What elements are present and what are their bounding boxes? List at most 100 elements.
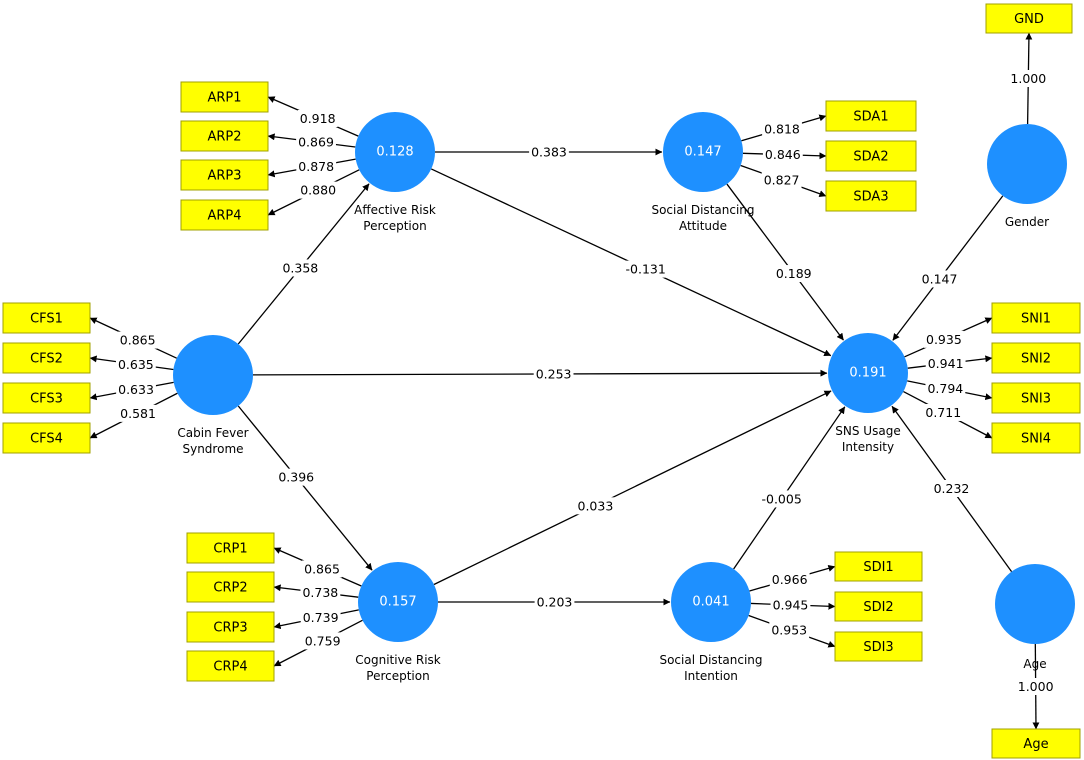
loading-value-sni3-bg — [925, 380, 966, 398]
loading-value-crp3-bg — [300, 609, 341, 627]
indicator-label-cfs4: CFS4 — [30, 432, 63, 447]
r-squared-sdi: 0.041 — [692, 595, 729, 610]
loading-value-sni4-bg — [923, 403, 964, 421]
r-squared-crp: 0.157 — [379, 595, 416, 610]
path-coef-gender-to-sni-bg — [919, 270, 960, 288]
loading-value-arp3: 0.878 — [298, 159, 334, 174]
loading-value-age-ind: 1.000 — [1018, 679, 1054, 694]
loading-value-sda1-group: 0.818 — [762, 120, 802, 138]
indicator-box-cfs1 — [2, 302, 91, 334]
path-coef-arp-to-sda-group: 0.383 — [529, 143, 569, 161]
loading-value-crp2-group: 0.738 — [300, 584, 341, 602]
loading-value-sdi1: 0.966 — [772, 572, 808, 587]
loading-value-crp4: 0.759 — [305, 633, 341, 648]
loading-value-arp4-group: 0.880 — [298, 181, 339, 199]
indicator-label-cfs3: CFS3 — [30, 392, 63, 407]
indicator-box-crp1 — [186, 532, 275, 564]
construct-name-crp-line-1: Cognitive Risk — [355, 653, 441, 667]
path-coef-age-to-sni-bg — [931, 480, 972, 497]
loading-value-cfs2-bg — [115, 355, 156, 373]
loading-value-gnd: 1.000 — [1010, 71, 1046, 86]
loading-value-cfs4-group: 0.581 — [118, 404, 158, 422]
construct-name-cfs-line-2: Syndrome — [182, 442, 243, 456]
loading-value-gnd-group: 1.000 — [1008, 70, 1049, 88]
loading-value-cfs1-group: 0.865 — [117, 331, 158, 349]
loading-value-sda1: 0.818 — [764, 121, 800, 136]
path-coef-gender-to-sni-group: 0.147 — [919, 270, 960, 288]
loading-value-cfs2-group: 0.635 — [115, 355, 156, 373]
indicator-box-crp2 — [186, 571, 275, 603]
loading-value-sni1-bg — [924, 330, 964, 348]
indicator-box-crp4 — [186, 650, 275, 682]
loading-value-sdi2-group: 0.945 — [770, 596, 811, 614]
loading-value-arp3-bg — [296, 157, 337, 175]
path-coef-age-to-sni-group: 0.232 — [931, 480, 972, 497]
indicator-label-crp4: CRP4 — [213, 660, 247, 675]
construct-name-arp-line-1: Affective Risk — [354, 203, 436, 217]
construct-arp — [355, 112, 435, 192]
loading-value-cfs3: 0.633 — [118, 382, 154, 397]
loading-value-sda3-group: 0.827 — [761, 171, 802, 189]
indicator-label-crp1: CRP1 — [213, 542, 247, 557]
path-coef-arp-to-sni-bg — [623, 260, 668, 278]
construct-name-age: Age — [1023, 657, 1046, 671]
path-coef-cfs-to-sni-bg — [533, 365, 574, 383]
indicator-label-arp1: ARP1 — [207, 91, 241, 106]
loading-value-sdi3-group: 0.953 — [769, 621, 810, 639]
indicator-label-sda1: SDA1 — [853, 110, 888, 125]
indicator-box-arp1 — [180, 81, 269, 113]
loading-value-crp4-group: 0.759 — [302, 632, 343, 650]
labels-layer: 0.918 0.869 0.878 0.880 0.818 0.846 0.827 1.000… — [115, 70, 1056, 695]
path-coef-arp-to-sda: 0.383 — [531, 145, 567, 160]
path-coef-crp-to-sdi: 0.203 — [537, 595, 573, 610]
path-coef-crp-to-sdi-group: 0.203 — [534, 593, 575, 611]
r-squared-arp: 0.128 — [376, 145, 413, 160]
path-coef-age-to-sni: 0.232 — [934, 481, 970, 496]
loading-value-arp4: 0.880 — [300, 183, 336, 198]
path-coef-sdi-to-sni-bg — [759, 490, 804, 508]
loading-value-arp1: 0.918 — [300, 111, 336, 126]
indicator-box-arp3 — [180, 159, 269, 191]
loading-value-age-ind-bg — [1015, 677, 1056, 695]
indicator-box-crp3 — [186, 611, 275, 643]
indicator-box-arp2 — [180, 120, 269, 152]
construct-name-sdi-line-2: Intention — [684, 669, 738, 683]
construct-crp — [358, 562, 438, 642]
loading-value-sdi2-bg — [770, 596, 811, 614]
path-coef-cfs-to-crp-group: 0.396 — [276, 468, 317, 486]
loading-value-sda1-bg — [762, 120, 802, 138]
construct-name-gender: Gender — [1005, 215, 1049, 229]
construct-name-sdi-line-1: Social Distancing — [659, 653, 762, 667]
loading-value-arp1-group: 0.918 — [297, 110, 338, 128]
indicator-label-crp3: CRP3 — [213, 621, 247, 636]
indicator-box-sni1 — [991, 302, 1081, 334]
indicator-label-arp4: ARP4 — [207, 209, 241, 224]
loading-value-arp1-bg — [297, 110, 338, 128]
loading-value-cfs3-bg — [116, 380, 156, 398]
loading-value-sdi3-bg — [769, 621, 810, 639]
indicator-label-age-ind: Age — [1023, 737, 1048, 752]
loading-value-sda2: 0.846 — [765, 147, 801, 162]
loading-value-arp3-group: 0.878 — [296, 157, 337, 175]
path-arrow-sdi-to-sni — [733, 406, 846, 570]
loading-value-arp2-group: 0.869 — [296, 133, 336, 151]
path-coef-cfs-to-sni-group: 0.253 — [533, 365, 574, 383]
indicator-label-crp2: CRP2 — [213, 581, 247, 596]
construct-sdi — [671, 562, 751, 642]
loading-value-arp2: 0.869 — [298, 135, 334, 150]
loading-value-cfs1-bg — [117, 331, 158, 349]
loading-value-sdi1-group: 0.966 — [769, 570, 810, 588]
path-arrow-gender-to-sni — [892, 195, 1004, 341]
indicator-label-sdi3: SDI3 — [863, 640, 893, 655]
path-coef-cfs-to-arp-group: 0.358 — [280, 259, 321, 277]
construct-sda — [663, 112, 743, 192]
loading-value-arp4-bg — [298, 181, 339, 199]
construct-sni — [828, 333, 908, 413]
indicator-box-cfs4 — [2, 422, 91, 454]
indicator-label-cfs2: CFS2 — [30, 352, 63, 367]
loading-value-crp1-bg — [302, 560, 342, 578]
indicator-box-sdi3 — [834, 631, 923, 662]
loading-value-sdi1-bg — [769, 570, 810, 588]
loading-value-crp2-bg — [300, 584, 341, 602]
